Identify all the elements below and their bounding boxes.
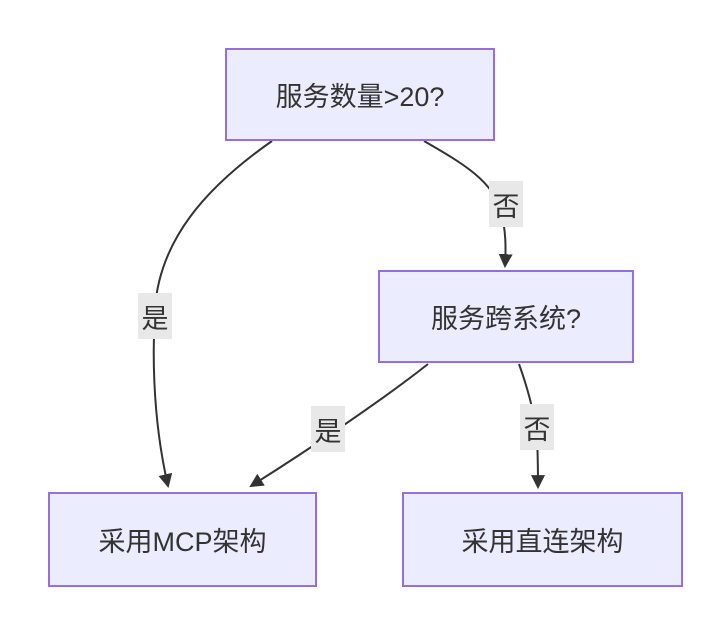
edge-label-yes-left: 是 [138,293,172,339]
node-mcp-architecture-label: 采用MCP架构 [98,527,267,557]
node-cross-system-label: 服务跨系统? [430,304,582,334]
edge-label-no-right: 否 [520,404,554,450]
node-direct-architecture-label: 采用直连架构 [461,527,624,557]
edge-label-yes-mid: 是 [311,406,345,452]
node-service-count-label: 服务数量>20? [275,82,445,112]
node-direct-architecture: 采用直连架构 [402,492,683,587]
node-service-count: 服务数量>20? [225,48,495,141]
node-mcp-architecture: 采用MCP架构 [48,492,317,587]
edge-label-no-top: 否 [489,181,523,227]
node-cross-system: 服务跨系统? [378,270,634,363]
